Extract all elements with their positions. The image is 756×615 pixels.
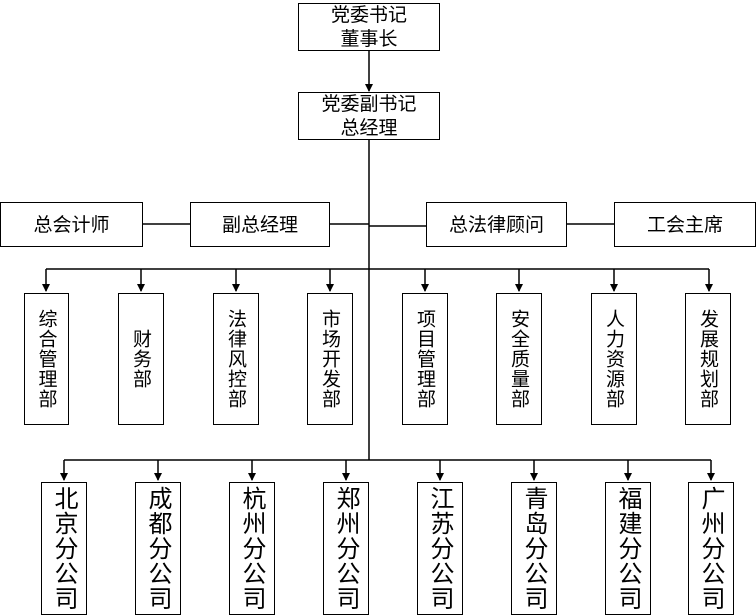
node-deputy-secretary-gm: 党委副书记 总经理 bbox=[298, 92, 440, 140]
node-line-2: 董事长 bbox=[340, 28, 398, 50]
branch-box: 北京分公司 bbox=[41, 482, 87, 615]
branch-box: 福建分公司 bbox=[605, 482, 651, 615]
node-union-chairman: 工会主席 bbox=[614, 202, 756, 247]
node-party-secretary-chairman: 党委书记 董事长 bbox=[298, 3, 440, 51]
node-chief-legal-counsel: 总法律顾问 bbox=[426, 202, 567, 247]
node-deputy-gm: 副总经理 bbox=[190, 202, 330, 247]
branch-box: 杭州分公司 bbox=[229, 482, 275, 615]
branch-box: 江苏分公司 bbox=[417, 482, 463, 615]
node-line-1: 党委副书记 bbox=[321, 93, 417, 115]
dept-box: 市场开发部 bbox=[307, 293, 353, 425]
branch-box: 青岛分公司 bbox=[511, 482, 557, 615]
dept-box: 发展规划部 bbox=[685, 293, 731, 425]
dept-box: 综合管理部 bbox=[24, 293, 69, 425]
dept-box: 人力资源部 bbox=[591, 293, 637, 425]
dept-box: 财务部 bbox=[118, 293, 164, 425]
node-chief-accountant: 总会计师 bbox=[0, 202, 143, 247]
branch-box: 郑州分公司 bbox=[323, 482, 369, 615]
node-line-1: 党委书记 bbox=[330, 4, 407, 26]
node-line-2: 总经理 bbox=[340, 117, 398, 139]
dept-box: 安全质量部 bbox=[496, 293, 542, 425]
branch-box: 成都分公司 bbox=[135, 482, 181, 615]
branch-box: 广州分公司 bbox=[688, 482, 734, 615]
dept-box: 法律风控部 bbox=[213, 293, 259, 425]
dept-box: 项目管理部 bbox=[402, 293, 448, 425]
